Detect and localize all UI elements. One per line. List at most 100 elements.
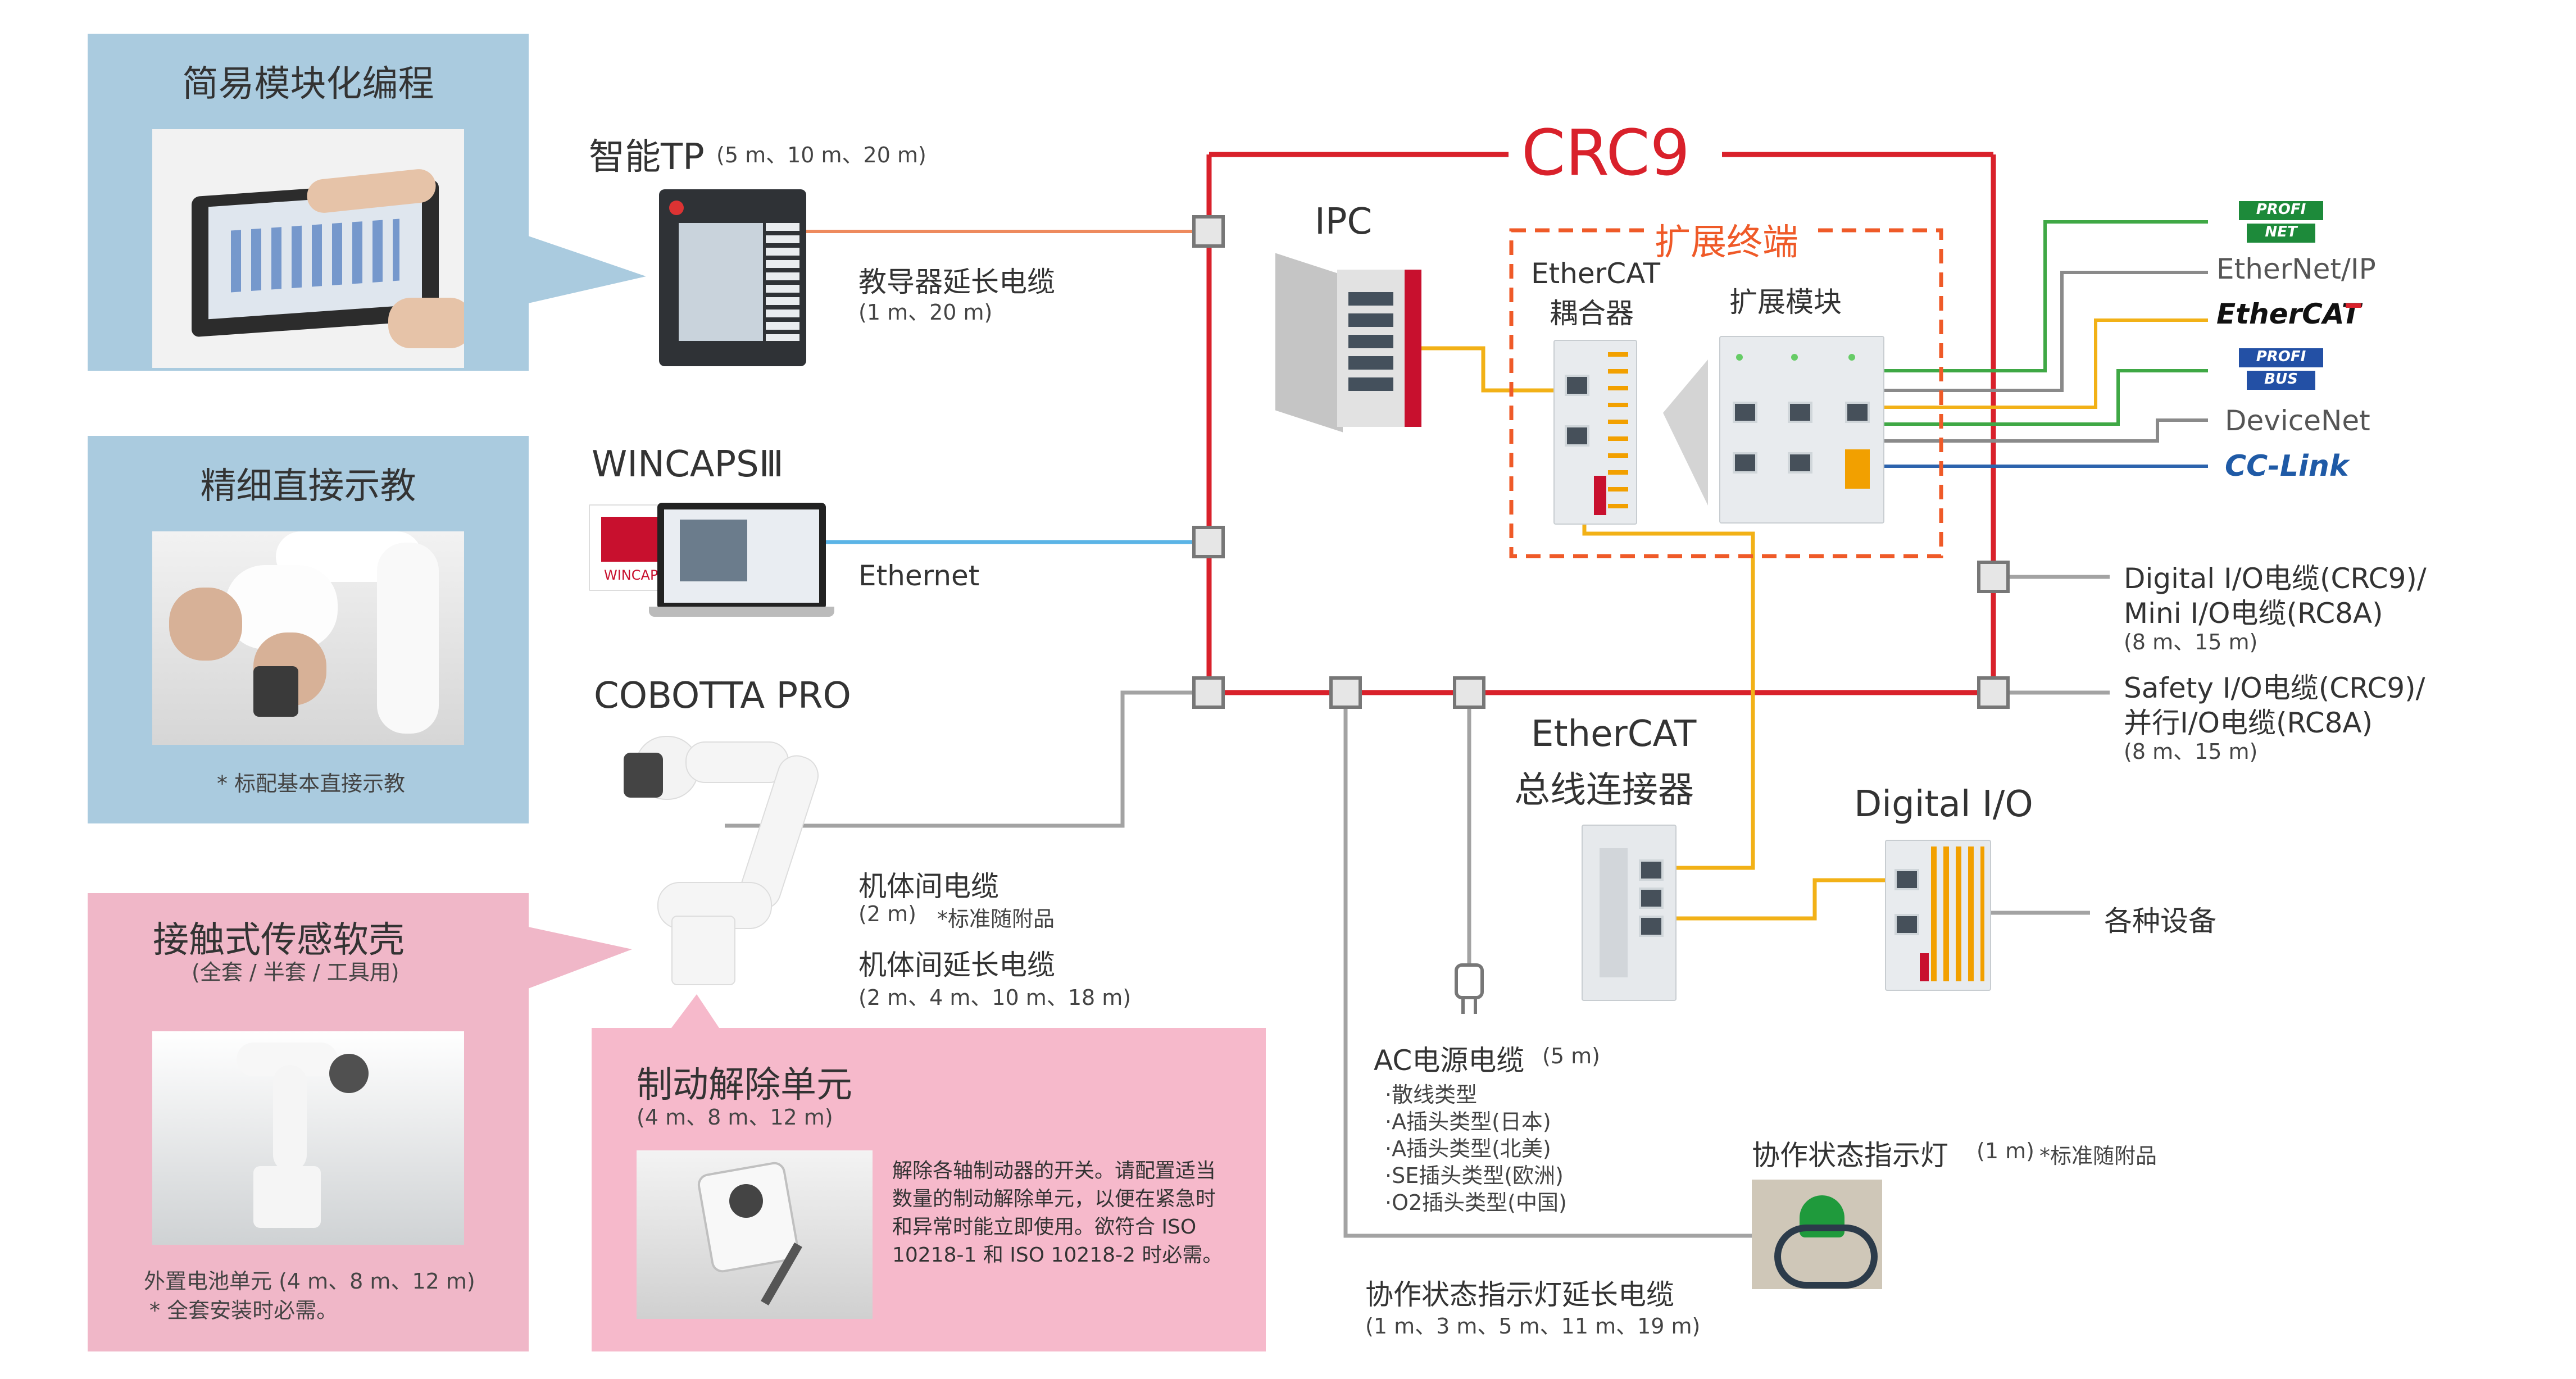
ac-power-type-5: ·O2插头类型(中国)	[1385, 1190, 1567, 1215]
cobotta-robot	[618, 730, 824, 994]
junction-ethernet	[1192, 526, 1225, 558]
ipc-label: IPC	[1315, 201, 1373, 243]
junction-safety-io	[1977, 676, 2010, 709]
indicator-ext-cable-lengths: (1 m、3 m、5 m、11 m、19 m)	[1365, 1314, 1701, 1339]
direct-teaching-panel: 精细直接示教 * 标配基本直接示教	[88, 436, 529, 823]
junction-robot	[1192, 676, 1225, 709]
ethercat-junction-device	[1582, 825, 1677, 1001]
direct-teaching-photo	[152, 531, 464, 745]
safety-io-cable-line2: 并行I/O电缆(RC8A)	[2124, 707, 2373, 739]
indicator-note: *标准随附品	[2039, 1144, 2157, 1168]
ethernet-ip-label: EtherNet/IP	[2216, 253, 2376, 285]
expansion-module-label: 扩展模块	[1729, 286, 1842, 318]
cobotta-label: COBOTTA PRO	[594, 675, 851, 717]
wincaps-box-text: WINCAPS	[604, 567, 667, 583]
brake-release-pointer	[671, 994, 719, 1028]
ac-power-cable-lengths: (5 m)	[1542, 1044, 1600, 1068]
ac-plug-icon	[1455, 963, 1484, 1014]
laptop-base	[649, 607, 834, 617]
junction-ac-power	[1453, 676, 1485, 709]
ac-power-type-2: ·A插头类型(日本)	[1385, 1109, 1551, 1134]
safety-io-cable-line1: Safety I/O电缆(CRC9)/	[2124, 672, 2425, 704]
smart-tp-label: 智能TP	[589, 136, 705, 178]
expansion-module-device	[1719, 336, 1884, 524]
ethercat-coupler-line1: EtherCAT	[1531, 257, 1660, 290]
ethercat-junction-line1: EtherCAT	[1531, 713, 1697, 755]
indicator-label: 协作状态指示灯	[1752, 1139, 1948, 1172]
indicator-lamp-photo	[1752, 1180, 1882, 1289]
smart-tp-lengths: (5 m、10 m、20 m)	[716, 143, 926, 167]
brake-release-desc-2: 数量的制动解除单元，以便在紧急时	[892, 1187, 1216, 1210]
ipc-to-coupler-ethercat	[1421, 346, 1556, 393]
ipc-controller	[1275, 247, 1421, 433]
ethernet-label: Ethernet	[858, 559, 980, 592]
brake-release-panel: 制动解除单元 (4 m、8 m、12 m) 解除各轴制动器的开关。请配置适当 数…	[592, 1028, 1266, 1351]
junction-tp	[1192, 215, 1225, 248]
profibus-logo-top: PROFI	[2239, 348, 2323, 367]
contact-sensor-pointer	[528, 927, 632, 989]
indicator-ext-cable-label: 协作状态指示灯延长电缆	[1365, 1278, 1674, 1311]
ac-power-type-4: ·SE插头类型(欧洲)	[1385, 1163, 1564, 1188]
battery-unit-label: 外置电池单元 (4 m、8 m、12 m)	[144, 1269, 475, 1294]
robot-cable-lengths: (2 m)	[858, 902, 916, 926]
easy-programming-panel: 简易模块化编程	[88, 34, 529, 371]
brake-release-unit-photo	[637, 1150, 873, 1319]
wincaps-label: WINCAPSⅢ	[592, 444, 784, 485]
ethercat-logo-arrow	[2346, 303, 2361, 308]
contact-sensor-panel: 接触式传感软壳 (全套 / 半套 / 工具用) 外置电池单元 (4 m、8 m、…	[88, 893, 529, 1351]
direct-teaching-title: 精细直接示教	[200, 466, 416, 507]
contact-sensor-title: 接触式传感软壳	[153, 920, 405, 961]
tp-ext-cable-label: 教导器延长电缆	[858, 266, 1055, 298]
profibus-logo-bottom: BUS	[2247, 371, 2315, 390]
wincaps-laptop	[657, 503, 826, 609]
contact-sensor-subtitle: (全套 / 半套 / 工具用)	[192, 960, 399, 985]
teaching-pendant	[659, 189, 806, 366]
robot-cable	[725, 690, 1207, 828]
digital-io-device	[1885, 840, 1991, 991]
easy-programming-title: 简易模块化编程	[182, 63, 434, 105]
ethercat-junction-line2: 总线连接器	[1514, 770, 1694, 811]
fieldbus-lines	[1882, 220, 2208, 468]
profinet-logo-bottom: NET	[2247, 224, 2315, 243]
junction-digital-io	[1977, 561, 2010, 593]
profinet-logo-top: PROFI	[2239, 201, 2323, 220]
robot-cable-label: 机体间电缆	[858, 870, 999, 903]
ac-power-cable-label: AC电源电缆	[1374, 1044, 1525, 1077]
digital-io-cable-line2: Mini I/O电缆(RC8A)	[2124, 597, 2383, 630]
junction-indicator	[1329, 676, 1362, 709]
profibus-logo: PROFI BUS	[2239, 348, 2323, 391]
ethercat-coupler-device	[1553, 340, 1637, 525]
robot-ext-cable-lengths: (2 m、4 m、10 m、18 m)	[858, 985, 1132, 1010]
indicator-extension-cable	[1343, 693, 1753, 1238]
digital-io-cable-lengths: (8 m、15 m)	[2124, 630, 2258, 654]
digital-io-label: Digital I/O	[1854, 784, 2033, 825]
brake-release-desc-1: 解除各轴制动器的开关。请配置适当	[892, 1159, 1216, 1182]
battery-unit-note: * 全套安装时必需。	[149, 1298, 338, 1323]
safety-io-cable-lengths: (8 m、15 m)	[2124, 739, 2258, 764]
crc9-title: CRC9	[1521, 117, 1690, 190]
ac-power-type-1: ·散线类型	[1385, 1082, 1478, 1107]
robot-ext-cable-label: 机体间延长电缆	[858, 949, 1055, 981]
various-devices-label: 各种设备	[2104, 905, 2216, 937]
junction-to-digital-io-ethercat	[1669, 878, 1899, 921]
ac-power-type-3: ·A插头类型(北美)	[1385, 1136, 1551, 1161]
expansion-arrow	[1663, 359, 1708, 506]
ethercat-coupler-line2: 耦合器	[1550, 297, 1634, 330]
cc-link-logo: CC-Link	[2225, 449, 2349, 483]
profinet-logo: PROFI NET	[2239, 201, 2323, 244]
direct-teaching-note: * 标配基本直接示教	[217, 771, 406, 796]
easy-programming-pointer	[528, 236, 646, 303]
brake-release-title: 制动解除单元	[637, 1064, 852, 1106]
devicenet-label: DeviceNet	[2225, 404, 2370, 437]
indicator-lengths: (1 m)	[1977, 1139, 2034, 1163]
brake-release-lengths: (4 m、8 m、12 m)	[637, 1105, 833, 1130]
robot-cable-note: *标准随附品	[937, 907, 1055, 931]
brake-release-desc-4: 10218-1 和 ISO 10218-2 时必需。	[892, 1244, 1223, 1267]
brake-release-desc-3: 和异常时能立即使用。欲符合 ISO	[892, 1216, 1197, 1239]
soft-cover-robot-photo	[152, 1031, 464, 1245]
expansion-terminal-title: 扩展终端	[1655, 222, 1798, 263]
tp-ext-cable-lengths: (1 m、20 m)	[858, 300, 993, 325]
ethercat-logo: EtherCAT	[2216, 298, 2361, 330]
digital-io-cable-line1: Digital I/O电缆(CRC9)/	[2124, 562, 2427, 595]
tablet-photo	[152, 129, 464, 368]
